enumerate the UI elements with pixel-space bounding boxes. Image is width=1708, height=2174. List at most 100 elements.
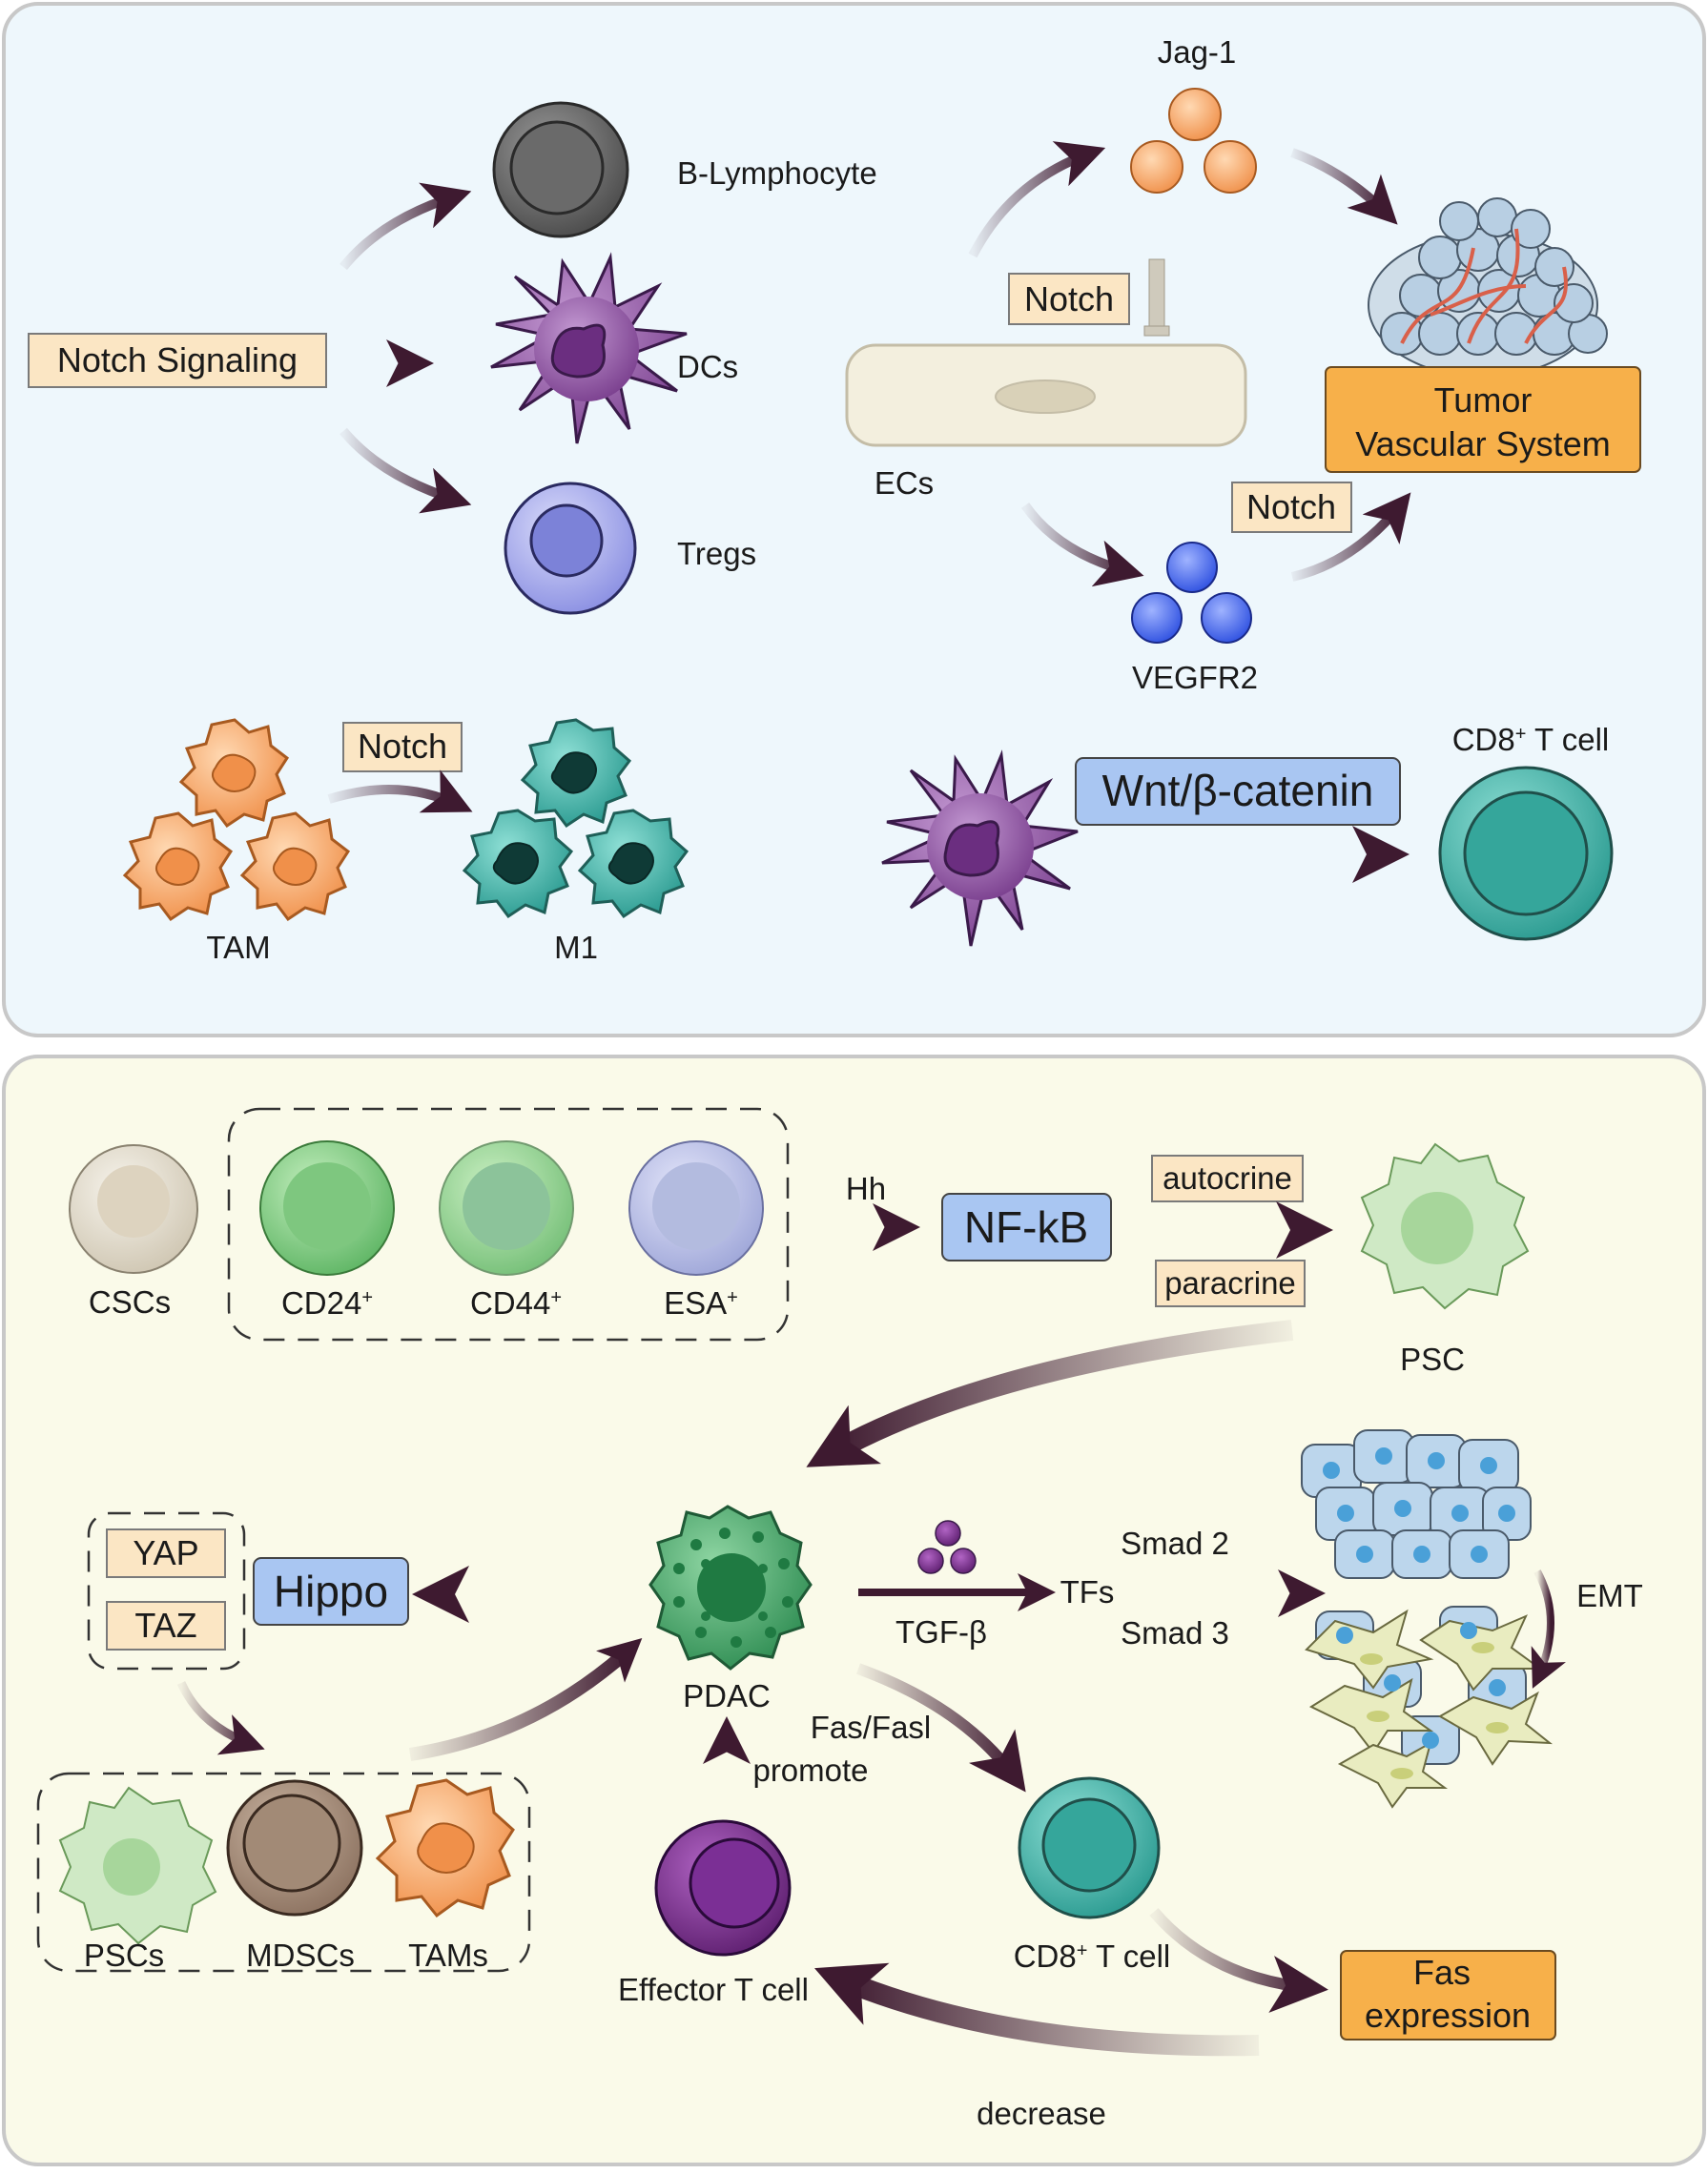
esa-label: ESA+ — [664, 1285, 738, 1321]
paracrine-label: paracrine — [1164, 1265, 1296, 1301]
taz-box — [106, 1601, 226, 1651]
mdscs-cell — [226, 1779, 363, 1917]
smad2-label: Smad 2 — [1121, 1526, 1229, 1561]
b-lymphocyte-label: B-Lymphocyte — [677, 155, 877, 191]
pscs-label: PSCs — [84, 1938, 164, 1973]
notch-signaling-label: Notch Signaling — [57, 340, 298, 379]
cd24-cell — [259, 1140, 395, 1276]
notch-vegfr-label: Notch — [1246, 487, 1336, 526]
dcs-label: DCs — [677, 349, 738, 384]
m1-label: M1 — [554, 930, 598, 965]
yap-box — [106, 1528, 226, 1578]
cd8-bottom-label: CD8+ T cell — [1014, 1938, 1171, 1974]
cscs-label: CSCs — [89, 1284, 171, 1320]
hh-label: Hh — [846, 1171, 886, 1206]
notch-receptor — [1143, 258, 1170, 337]
notch-tam-label: Notch — [358, 727, 447, 766]
arrow-psc-to-pdac — [806, 1320, 1294, 1467]
wnt-label: Wnt/β-catenin — [1102, 766, 1374, 815]
tgfb-label: TGF-β — [895, 1614, 987, 1650]
hippo-box — [253, 1557, 409, 1626]
m1-cells — [462, 718, 689, 919]
effector-t-label: Effector T cell — [618, 1972, 809, 2007]
jag1-molecules — [1130, 88, 1257, 194]
arrow-yap-to-cells — [176, 1681, 265, 1755]
epithelial-cells — [1301, 1429, 1532, 1579]
cd44-cell — [439, 1140, 574, 1276]
tams-label: TAMs — [408, 1938, 488, 1973]
arrow-ec-to-vegfr2 — [1020, 502, 1144, 587]
hippo-label: Hippo — [274, 1567, 388, 1616]
mdscs-label: MDSCs — [246, 1938, 355, 1973]
nfkb-label: NF-kB — [964, 1202, 1088, 1252]
b-lymphocyte-cell — [492, 101, 629, 238]
notch-signaling-box — [28, 333, 327, 388]
arrow-decrease — [814, 1962, 1260, 2057]
fas-expression-box — [1340, 1950, 1556, 2041]
smad3-label: Smad 3 — [1121, 1615, 1229, 1651]
marker-group-box — [227, 1107, 790, 1342]
nfkb-box — [941, 1193, 1112, 1261]
pdac-cell — [648, 1505, 813, 1671]
dc-cell-2 — [881, 749, 1079, 947]
arrow-emt — [1531, 1569, 1566, 1689]
pscs-cell — [58, 1786, 217, 1945]
tumor-cluster — [1368, 197, 1608, 378]
tam-label: TAM — [206, 930, 270, 965]
arrow-ec-to-jag1 — [968, 141, 1106, 258]
autocrine-label: autocrine — [1163, 1160, 1292, 1196]
tams-cell — [375, 1778, 515, 1918]
emt-label: EMT — [1576, 1578, 1643, 1613]
ec-cell — [845, 343, 1247, 447]
arrow-to-tregs — [340, 427, 472, 514]
dc-cell — [490, 252, 688, 444]
arrow-cd8-to-fas — [1149, 1908, 1328, 2013]
yap-label: YAP — [133, 1533, 198, 1572]
arrow-jag1-to-tumor — [1290, 148, 1398, 225]
notch-ec-label: Notch — [1024, 279, 1114, 318]
taz-label: TAZ — [134, 1606, 196, 1645]
paracrine-box — [1155, 1260, 1306, 1307]
yap-taz-group-box — [87, 1511, 246, 1671]
arrow-tam-to-m1 — [327, 769, 473, 813]
wnt-box — [1075, 757, 1401, 826]
esa-cell — [628, 1140, 764, 1276]
cd8-top-cell — [1438, 766, 1614, 941]
treg-cell — [504, 482, 637, 615]
tumor-line2: Vascular System — [1355, 424, 1610, 463]
cd8-bottom-cell — [1018, 1776, 1161, 1919]
effector-t-cell — [654, 1819, 792, 1957]
tam-cells — [122, 718, 351, 922]
cd24-label: CD24+ — [281, 1285, 373, 1321]
jag1-label: Jag-1 — [1158, 34, 1237, 70]
vegfr2-molecules — [1131, 542, 1252, 644]
arrow-cells-to-pdac — [408, 1638, 643, 1761]
stromal-group-box — [36, 1772, 531, 1973]
notch-ec-box — [1008, 273, 1130, 325]
csc-cell — [69, 1144, 198, 1274]
vegfr2-label: VEGFR2 — [1132, 660, 1258, 695]
arrow-pdac-to-cd8 — [855, 1663, 1026, 1793]
tgfb-molecules — [917, 1520, 977, 1574]
psc-label: PSC — [1400, 1342, 1465, 1377]
promote-label: promote — [752, 1753, 868, 1788]
tfs-label: TFs — [1060, 1574, 1115, 1610]
tumor-line1: Tumor — [1434, 380, 1533, 420]
decrease-label: decrease — [977, 2096, 1106, 2131]
notch-tam-box — [342, 722, 463, 772]
psc-cell — [1360, 1142, 1530, 1310]
ecs-label: ECs — [875, 465, 934, 501]
fas-line1: Fas — [1413, 1953, 1471, 1992]
fas-fasl-label: Fas/Fasl — [811, 1710, 932, 1745]
mesenchymal-cells — [1305, 1606, 1554, 1809]
fas-line2: expression — [1365, 1996, 1531, 2035]
pdac-label: PDAC — [683, 1678, 771, 1713]
notch-vegfr-box — [1231, 482, 1352, 533]
arrow-to-b-lymphocyte — [340, 182, 472, 271]
cd8-top-label: CD8+ T cell — [1452, 722, 1610, 757]
cd44-label: CD44+ — [470, 1285, 562, 1321]
arrow-vegfr2-to-tumor — [1290, 492, 1411, 582]
tregs-label: Tregs — [677, 536, 756, 571]
tumor-vascular-box — [1325, 366, 1641, 473]
